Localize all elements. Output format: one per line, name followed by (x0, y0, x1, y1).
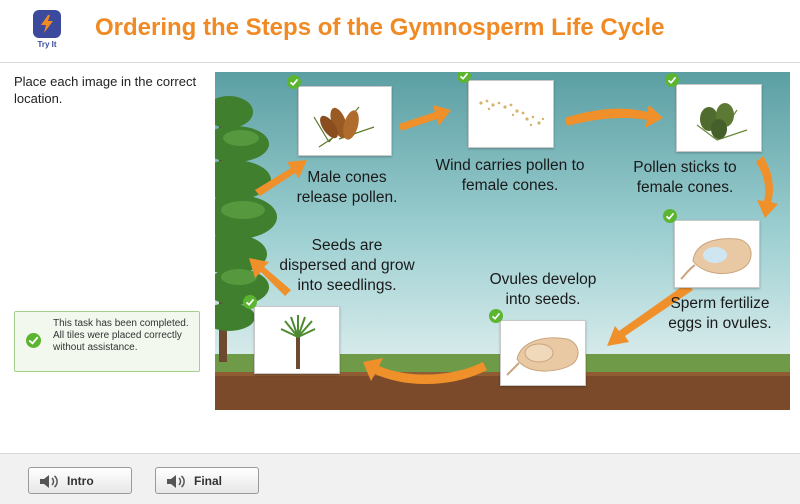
ovule-seed-image (506, 337, 579, 376)
check-circle-icon (26, 333, 41, 348)
seedling-image (280, 315, 316, 369)
intro-button[interactable]: Intro (28, 467, 132, 494)
intro-button-label: Intro (67, 474, 94, 488)
cycle-arrows (249, 105, 778, 385)
correct-check-icon (489, 309, 503, 323)
completion-status-box: This task has been completed. All tiles … (14, 311, 200, 372)
female-cones-image (696, 103, 748, 141)
status-message: This task has been completed. All tiles … (53, 318, 189, 353)
tile-ovule-seed[interactable] (489, 309, 586, 386)
wind-pollen-image (479, 99, 545, 127)
life-cycle-diagram: Male cones release pollen. Wind carries … (215, 72, 790, 410)
tile-wind-pollen[interactable] (457, 72, 554, 148)
speaker-icon (40, 475, 58, 488)
footer-bar: Intro Final (0, 453, 800, 504)
speaker-icon (167, 475, 185, 488)
instructions-text: Place each image in the correct location… (14, 74, 197, 106)
page-title: Ordering the Steps of the Gymnosperm Lif… (95, 14, 665, 41)
tile-male-cones[interactable] (287, 75, 392, 156)
final-button-label: Final (194, 474, 223, 488)
correct-check-icon (665, 73, 679, 87)
tile-female-cones[interactable] (665, 73, 762, 152)
correct-check-icon (287, 75, 301, 89)
logo-label: Try It (37, 40, 57, 49)
caption-seeds-dispersed: Seeds are dispersed and grow into seedli… (279, 237, 415, 294)
sperm-fertilize-image (680, 238, 752, 280)
try-it-logo (33, 10, 61, 38)
correct-check-icon (243, 295, 257, 309)
tile-sperm-fertilize[interactable] (663, 209, 760, 288)
tile-seedling[interactable] (243, 295, 340, 374)
caption-ovules-develop: Ovules develop into seeds. (489, 271, 597, 308)
lightning-icon (41, 15, 53, 33)
caption-male-cones: Male cones release pollen. (296, 169, 398, 206)
correct-check-icon (663, 209, 677, 223)
final-button[interactable]: Final (155, 467, 259, 494)
caption-wind-pollen: Wind carries pollen to female cones. (435, 157, 585, 194)
caption-pollen-sticks: Pollen sticks to female cones. (633, 159, 737, 196)
header: Try It Ordering the Steps of the Gymnosp… (0, 0, 800, 63)
male-cones-image (313, 106, 375, 148)
correct-check-icon (457, 72, 471, 83)
caption-sperm-fertilize: Sperm fertilize eggs in ovules. (668, 295, 772, 332)
